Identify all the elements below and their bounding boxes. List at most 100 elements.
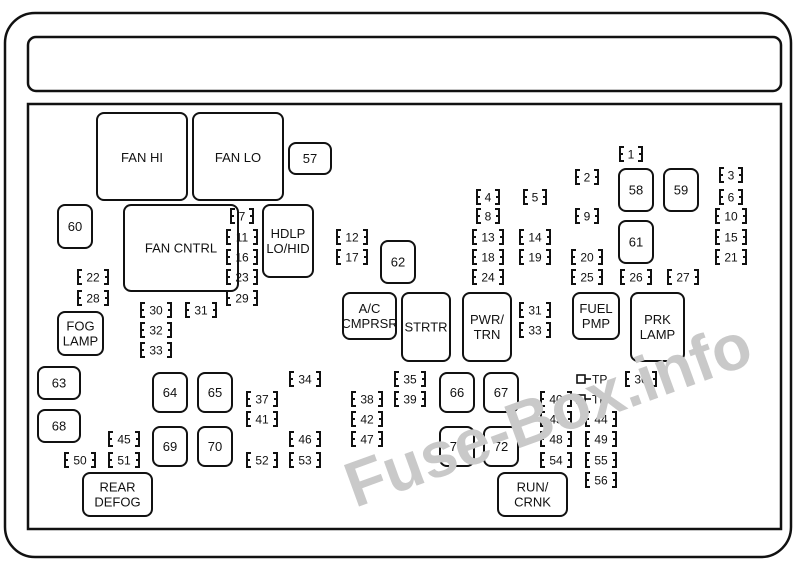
relay-r66: 66 — [439, 372, 475, 413]
fuse-number: 8 — [485, 210, 492, 224]
fuse-number: 54 — [549, 454, 563, 468]
fuse-f55: 55 — [585, 452, 617, 468]
fuse-terminal — [585, 472, 590, 488]
fuse-f14: 14 — [519, 229, 551, 245]
fuse-f23: 23 — [226, 269, 258, 285]
fuse-terminal — [719, 189, 724, 205]
relay-label: CRNK — [514, 495, 551, 510]
fuse-number: 19 — [528, 251, 542, 265]
relay-r71: 71 — [439, 426, 475, 467]
fuse-terminal — [620, 269, 625, 285]
fuse-terminal — [495, 189, 500, 205]
relay-box — [618, 168, 654, 212]
test-point-label: TP — [592, 373, 607, 387]
fuse-terminal — [421, 371, 426, 387]
fuse-terminal — [540, 391, 545, 407]
fuse-terminal — [619, 146, 624, 162]
fuse-number: 51 — [117, 454, 131, 468]
fuse-number: 24 — [481, 271, 495, 285]
relay-label: 66 — [450, 385, 464, 400]
relay-r59: 59 — [663, 168, 699, 212]
relay-box — [483, 372, 519, 413]
fuse-number: 45 — [117, 433, 131, 447]
fuse-terminal — [351, 411, 356, 427]
fuse-f43: 43 — [540, 411, 572, 427]
relay-r69: 69 — [152, 426, 188, 467]
relay-r60: 60 — [57, 204, 93, 249]
relay-label: FUEL — [579, 301, 612, 316]
fuse-terminal — [598, 269, 603, 285]
fuse-f44: 44 — [585, 411, 617, 427]
test-point-label: TP — [592, 393, 607, 407]
fuse-terminal — [667, 269, 672, 285]
fuse-terminal — [64, 452, 69, 468]
fuse-terminal — [249, 208, 254, 224]
relay-r63: 63 — [37, 366, 81, 400]
fuse-terminal — [394, 391, 399, 407]
fuse-terminal — [289, 452, 294, 468]
fuse-terminal — [363, 249, 368, 265]
fuse-terminal — [212, 302, 217, 318]
fuse-number: 27 — [676, 271, 690, 285]
fuse-number: 46 — [298, 433, 312, 447]
fuse-terminal — [226, 249, 231, 265]
relay-label: FOG — [66, 319, 94, 334]
relay-fan-lo: FAN LO — [192, 112, 284, 201]
relay-label: PRK — [644, 312, 671, 327]
relay-label: 65 — [208, 385, 222, 400]
relay-label: REAR — [99, 480, 135, 495]
fuse-f2: 2 — [575, 169, 599, 185]
fuse-f25: 25 — [571, 269, 603, 285]
fuse-terminal — [246, 391, 251, 407]
relay-box — [663, 168, 699, 212]
relay-box — [37, 366, 81, 400]
fuse-f26: 26 — [620, 269, 652, 285]
relay-box — [630, 292, 685, 362]
relay-r64: 64 — [152, 372, 188, 413]
relay-box — [342, 292, 397, 340]
fuse-terminal — [394, 371, 399, 387]
relay-label: LO/HID — [266, 241, 309, 256]
fuse-number: 40 — [549, 393, 563, 407]
relay-box — [152, 426, 188, 467]
fuse-terminal — [612, 431, 617, 447]
relay-r70: 70 — [197, 426, 233, 467]
relay-label: 72 — [494, 439, 508, 454]
fuse-f4: 4 — [476, 189, 500, 205]
relay-label: PMP — [582, 316, 610, 331]
fuse-terminal — [719, 167, 724, 183]
fuse-terminal — [499, 269, 504, 285]
fuse-terminal — [638, 146, 643, 162]
fuse-f16: 16 — [226, 249, 258, 265]
fuse-f36: 36 — [625, 371, 657, 387]
fuse-f9: 9 — [575, 208, 599, 224]
relay-label: A/C — [359, 301, 381, 316]
relay-r61: 61 — [618, 220, 654, 264]
fuse-terminal — [378, 431, 383, 447]
relay-box — [439, 426, 475, 467]
fuse-f1: 1 — [619, 146, 643, 162]
fuse-terminal — [289, 431, 294, 447]
fuse-number: 10 — [724, 210, 738, 224]
fuse-f34: 34 — [289, 371, 321, 387]
fuse-terminal — [226, 269, 231, 285]
fuse-f29: 29 — [226, 290, 258, 306]
fuse-number: 42 — [360, 413, 374, 427]
fuse-number: 53 — [298, 454, 312, 468]
relay-label: 67 — [494, 385, 508, 400]
relay-label: 64 — [163, 385, 177, 400]
fuse-number: 13 — [481, 231, 495, 245]
relay-box — [572, 292, 620, 340]
fuse-f42: 42 — [351, 411, 383, 427]
fuse-number: 41 — [255, 413, 269, 427]
relay-r72: 72 — [483, 426, 519, 467]
fuse-f49: 49 — [585, 431, 617, 447]
relay-label: 60 — [68, 219, 82, 234]
fuse-f11: 11 — [226, 229, 258, 245]
fuse-f33b: 33 — [519, 322, 551, 338]
fuse-number: 52 — [255, 454, 269, 468]
fuse-number: 26 — [629, 271, 643, 285]
fuse-f56: 56 — [585, 472, 617, 488]
fuse-f37: 37 — [246, 391, 278, 407]
